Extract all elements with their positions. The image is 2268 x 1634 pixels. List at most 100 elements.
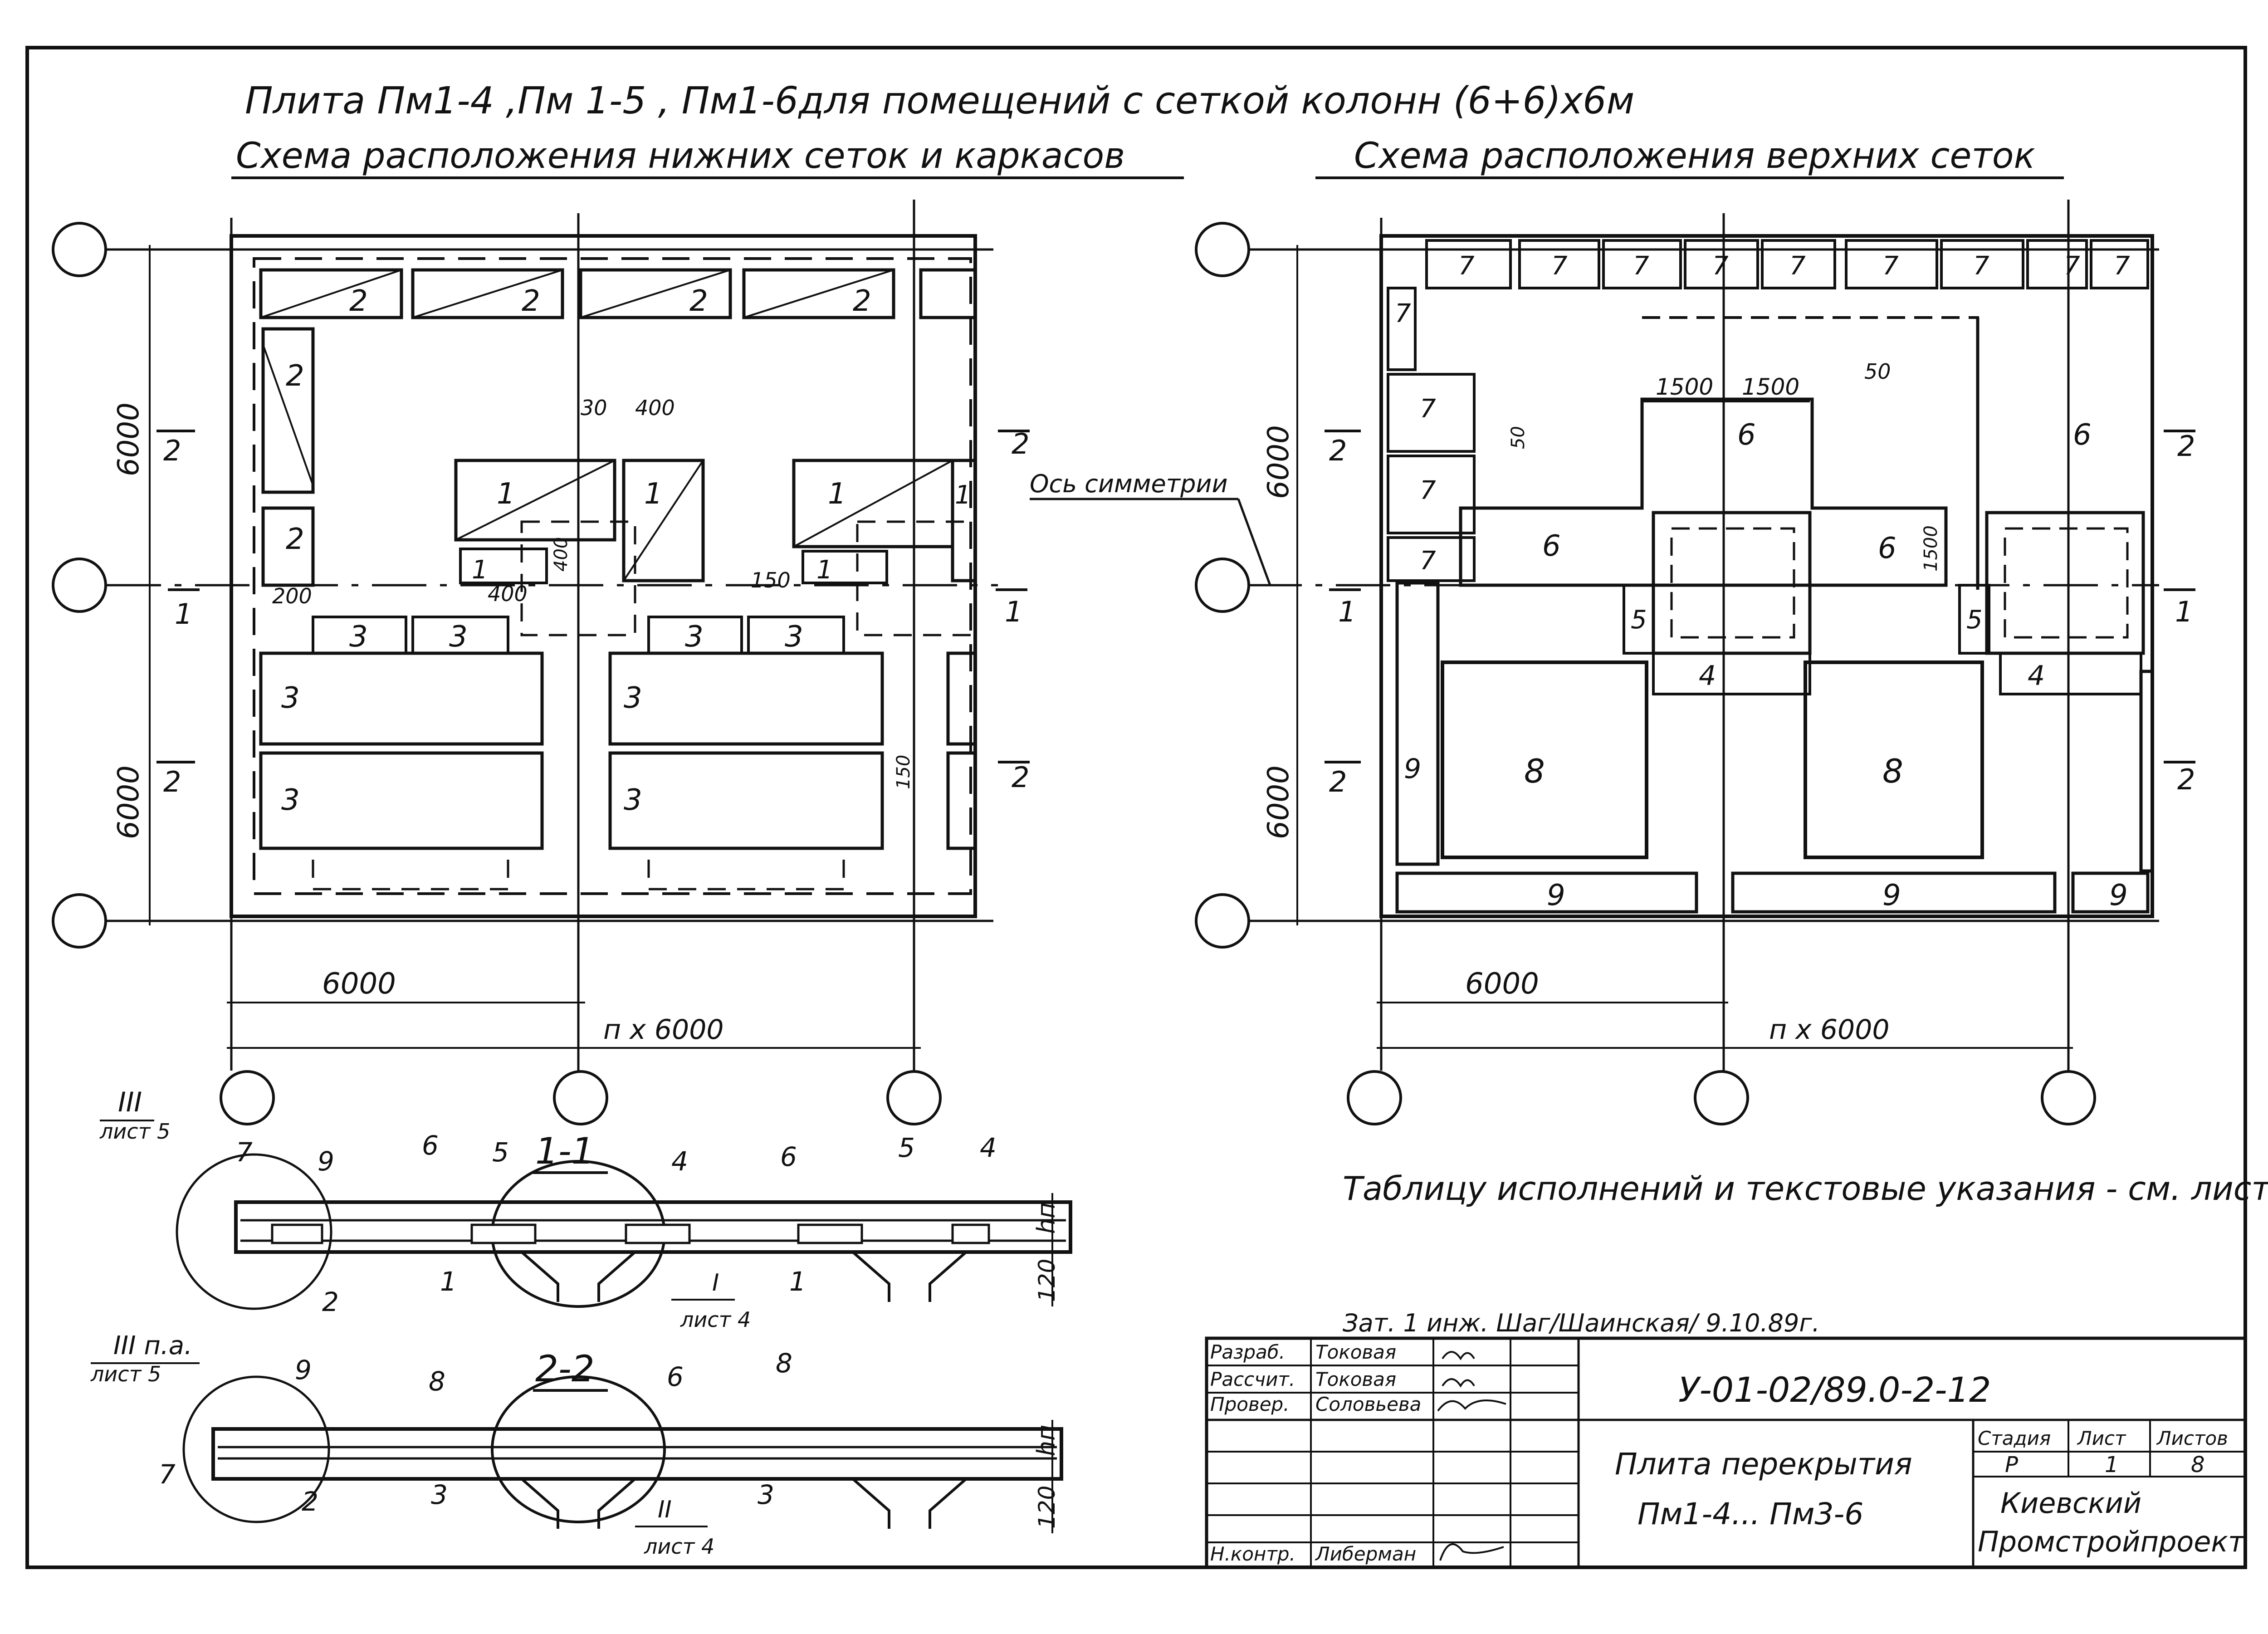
callout: 2 bbox=[322, 1287, 339, 1317]
stage-header: Стадия bbox=[1978, 1427, 2051, 1449]
mark-label: 6 bbox=[2073, 418, 2092, 452]
section-mark: 1 bbox=[2175, 595, 2193, 628]
mark-label: 7 bbox=[1789, 251, 1806, 281]
mark-label: 7 bbox=[1882, 251, 1899, 281]
mesh-2-vertical-small bbox=[261, 506, 315, 587]
dim-label: 400 bbox=[635, 396, 675, 420]
grid-bubble bbox=[886, 1070, 942, 1125]
detail-ref: III п.а. bbox=[113, 1331, 192, 1360]
mark-label: 2 bbox=[522, 284, 540, 318]
section-2-2: 2-2 III п.а. лист 5 hп 120 9 8 6 8 7 2 3… bbox=[90, 1331, 1063, 1559]
detail-ref: III bbox=[118, 1086, 142, 1118]
grid-bubble bbox=[1195, 222, 1250, 277]
mark-label: 7 bbox=[2114, 251, 2130, 281]
dim-total: п х 6000 bbox=[1769, 1014, 1890, 1046]
section-mark: 1 bbox=[1005, 595, 1022, 628]
mesh-7-row bbox=[1387, 239, 2149, 582]
dim-label: 30 bbox=[581, 396, 607, 420]
left-plan-heading: Схема расположения нижних сеток и каркас… bbox=[236, 136, 1125, 176]
stage-value: Р bbox=[2005, 1452, 2018, 1477]
mark-label: 2 bbox=[853, 284, 871, 318]
mark-label: 5 bbox=[1966, 605, 1983, 635]
callout: 9 bbox=[318, 1146, 334, 1177]
dim-label: 1500 bbox=[1656, 374, 1713, 400]
callout: II bbox=[658, 1496, 672, 1523]
frame-1 bbox=[454, 459, 616, 542]
mark-label: 7 bbox=[1973, 251, 1989, 281]
dim-total: п х 6000 bbox=[603, 1014, 724, 1046]
person-name: Либерман bbox=[1315, 1543, 1416, 1565]
callout: 8 bbox=[776, 1348, 792, 1379]
mark-label: 7 bbox=[2064, 251, 2080, 281]
mesh-9 bbox=[1395, 871, 1698, 914]
mark-label: 1 bbox=[472, 555, 488, 585]
mesh-6-upper bbox=[1642, 316, 1979, 508]
signature bbox=[1439, 1543, 1504, 1561]
callout: 1 bbox=[440, 1266, 457, 1297]
signature bbox=[1437, 1399, 1506, 1412]
mesh-3-group bbox=[259, 616, 977, 890]
mesh-8 bbox=[1804, 660, 1984, 859]
grid-bubble bbox=[2041, 1070, 2096, 1125]
dim-label: 1500 bbox=[1921, 525, 1941, 572]
grid-bubble bbox=[52, 893, 107, 949]
mesh-5 bbox=[1958, 584, 1990, 655]
mark-label: 1 bbox=[497, 477, 515, 511]
mark-label: 9 bbox=[1404, 753, 1421, 785]
slab-section bbox=[234, 1200, 1072, 1254]
mesh-9 bbox=[2071, 871, 2150, 914]
column-zone-dashed bbox=[520, 520, 636, 636]
sheets-header: Листов bbox=[2156, 1427, 2228, 1449]
mark-label: 7 bbox=[1458, 251, 1475, 281]
mark-label: 3 bbox=[449, 620, 468, 654]
symmetry-axis-label: Ось симметрии bbox=[1030, 470, 1228, 498]
mesh-4 bbox=[1652, 652, 1811, 695]
organization: Промстройпроект bbox=[1978, 1525, 2245, 1558]
left-slab-outline bbox=[230, 234, 977, 918]
right-plan: Схема расположения верхних сеток 6000 60… bbox=[1195, 136, 2195, 1125]
mark-label: 7 bbox=[1633, 251, 1649, 281]
role-label: Н.контр. bbox=[1210, 1543, 1295, 1565]
item-title: Плита перекрытия bbox=[1615, 1447, 1912, 1482]
column-head-ellipse bbox=[491, 1375, 666, 1523]
callout: 6 bbox=[422, 1130, 439, 1161]
callout: 5 bbox=[492, 1137, 509, 1168]
grid-bubble bbox=[1195, 893, 1250, 949]
section-mark: 2 bbox=[2177, 430, 2195, 463]
grid-bubble bbox=[1347, 1070, 1402, 1125]
right-plan-heading: Схема расположения верхних сеток bbox=[1354, 136, 2035, 176]
doc-code: У-01-02/89.0-2-12 bbox=[1678, 1370, 1991, 1410]
callout: 7 bbox=[159, 1459, 176, 1490]
callout: 9 bbox=[295, 1355, 312, 1385]
section-mark: 1 bbox=[1338, 595, 1356, 628]
person-name: Токовая bbox=[1315, 1341, 1396, 1363]
mesh-2-top-row bbox=[259, 268, 977, 319]
callout: 8 bbox=[429, 1366, 445, 1397]
mark-label: 6 bbox=[1878, 532, 1897, 565]
mark-label: 8 bbox=[1524, 752, 1545, 790]
grid-bubble bbox=[52, 558, 107, 613]
sheet-frame bbox=[25, 46, 2247, 1569]
mesh-9 bbox=[1731, 871, 2057, 914]
column-capital bbox=[852, 1477, 967, 1529]
mark-label: 2 bbox=[689, 284, 708, 318]
mesh-5 bbox=[1623, 584, 1655, 655]
detail-circle bbox=[176, 1153, 332, 1310]
dim-vertical-top: 6000 bbox=[112, 402, 146, 476]
callout: 6 bbox=[667, 1361, 684, 1392]
title-block: Разраб. Рассчит. Провер. Н.контр. Токова… bbox=[1205, 1336, 2247, 1569]
mark-label: 2 bbox=[286, 359, 304, 393]
signature bbox=[1442, 1378, 1475, 1388]
dim-label: 150 bbox=[751, 568, 791, 592]
dim-120: 120 bbox=[1034, 1259, 1060, 1302]
dim-vertical-top: 6000 bbox=[1262, 425, 1295, 499]
mark-label: 7 bbox=[1420, 476, 1436, 505]
section-mark: 2 bbox=[1329, 434, 1347, 467]
mark-label: 1 bbox=[816, 555, 833, 585]
section-mark: 1 bbox=[175, 597, 192, 631]
sheet-value: 1 bbox=[2105, 1452, 2119, 1477]
dim-vertical-bottom: 6000 bbox=[112, 765, 146, 839]
mark-label: 3 bbox=[281, 681, 300, 715]
dim-label: 1500 bbox=[1742, 374, 1799, 400]
